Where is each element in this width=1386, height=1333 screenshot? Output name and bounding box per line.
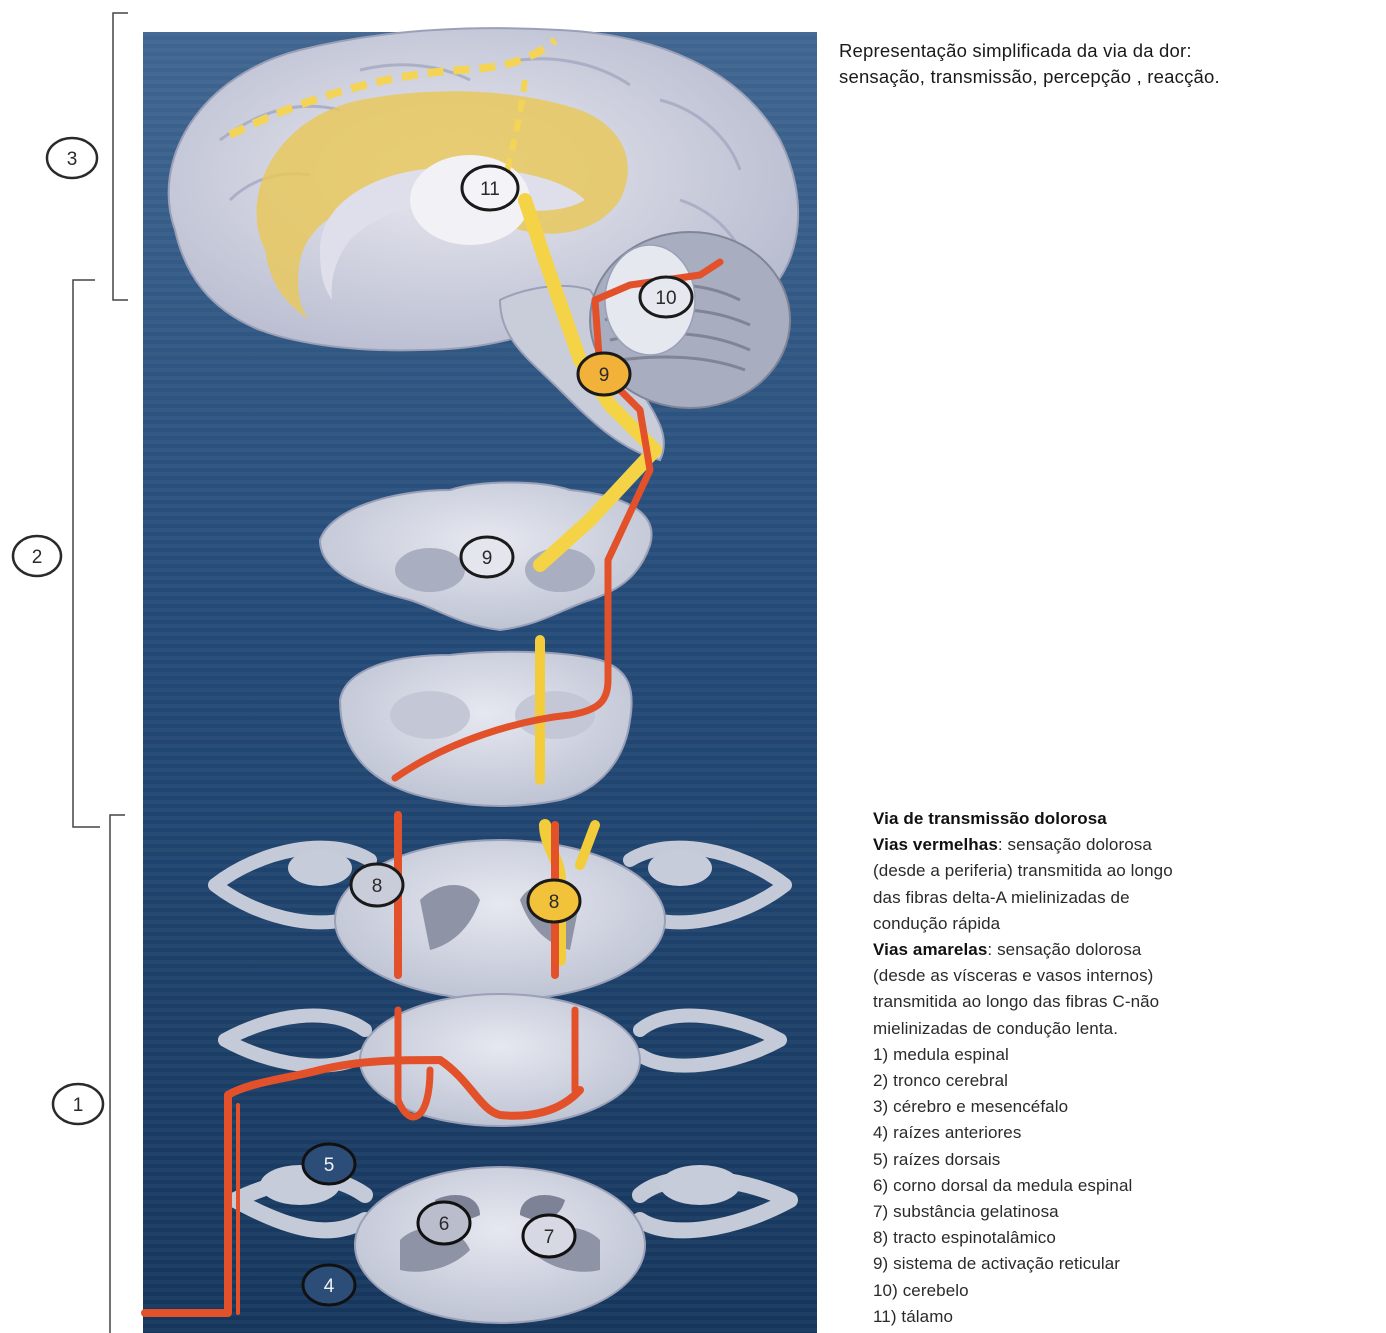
marker-3-label: 3 — [67, 149, 78, 170]
legend-red-text-4: condução rápida — [873, 911, 1173, 937]
marker-2-label: 2 — [32, 547, 43, 568]
marker-11-label: 11 — [480, 179, 500, 200]
marker-10-cerebellum: 10 — [640, 277, 692, 317]
legend-red-text-2: (desde a periferia) transmitida ao longo — [873, 858, 1173, 884]
marker-6-dorsal-horn: 6 — [418, 1202, 470, 1244]
marker-8-right-label: 8 — [549, 892, 560, 913]
marker-6-label: 6 — [439, 1214, 450, 1235]
legend-red-text-3: das fibras delta-A mielinizadas de — [873, 885, 1173, 911]
marker-5-dorsal-roots: 5 — [303, 1144, 355, 1184]
legend-item: 6) corno dorsal da medula espinal — [873, 1173, 1173, 1199]
marker-4-label: 4 — [324, 1276, 335, 1297]
legend-item: 9) sistema de activação reticular — [873, 1251, 1173, 1277]
legend-item: 10) cerebelo — [873, 1278, 1173, 1304]
marker-7-label: 7 — [544, 1227, 555, 1248]
marker-9-brainstem: 9 — [578, 353, 630, 395]
marker-4-anterior-roots: 4 — [303, 1265, 355, 1305]
legend-yellow-label: Vias amarelas — [873, 940, 987, 959]
marker-11-thalamus: 11 — [462, 166, 518, 210]
legend-red-label: Vias vermelhas — [873, 835, 998, 854]
marker-9-brainstem-label: 9 — [599, 365, 610, 386]
legend-yellow-text-1: : sensação dolorosa — [987, 940, 1141, 959]
marker-2: 2 — [13, 536, 61, 576]
legend: Via de transmissão dolorosa Vias vermelh… — [873, 806, 1173, 1330]
legend-item: 8) tracto espinotalâmico — [873, 1225, 1173, 1251]
legend-title: Via de transmissão dolorosa — [873, 806, 1173, 832]
legend-yellow-text-2: (desde as vísceras e vasos internos) — [873, 963, 1173, 989]
marker-1-label: 1 — [73, 1095, 84, 1116]
figure-caption: Representação simplificada da via da dor… — [839, 38, 1220, 90]
marker-8-left-label: 8 — [372, 876, 383, 897]
bracket-3 — [113, 13, 128, 300]
legend-yellow-text-3: transmitida ao longo das fibras C-não — [873, 989, 1173, 1015]
legend-item: 11) tálamo — [873, 1304, 1173, 1330]
caption-line-2: sensação, transmissão, percepção , reacç… — [839, 64, 1220, 90]
marker-8-left: 8 — [351, 864, 403, 906]
marker-5-label: 5 — [324, 1155, 335, 1176]
marker-7-gelatinosa: 7 — [523, 1215, 575, 1257]
legend-item: 2) tronco cerebral — [873, 1068, 1173, 1094]
marker-9-medulla: 9 — [461, 537, 513, 577]
caption-line-1: Representação simplificada da via da dor… — [839, 38, 1220, 64]
marker-10-label: 10 — [655, 288, 676, 309]
legend-red-line-1: Vias vermelhas: sensação dolorosa — [873, 832, 1173, 858]
legend-item-list: 1) medula espinal 2) tronco cerebral 3) … — [873, 1042, 1173, 1330]
marker-3: 3 — [47, 138, 97, 178]
marker-8-right: 8 — [528, 880, 580, 922]
bracket-2 — [73, 280, 100, 827]
marker-9-medulla-label: 9 — [482, 548, 493, 569]
legend-item: 3) cérebro e mesencéfalo — [873, 1094, 1173, 1120]
marker-1: 1 — [53, 1084, 103, 1124]
bracket-1 — [110, 815, 125, 1333]
legend-yellow-text-4: mielinizadas de condução lenta. — [873, 1016, 1173, 1042]
legend-item: 5) raízes dorsais — [873, 1147, 1173, 1173]
legend-item: 4) raízes anteriores — [873, 1120, 1173, 1146]
legend-red-text-1: : sensação dolorosa — [998, 835, 1152, 854]
legend-item: 7) substância gelatinosa — [873, 1199, 1173, 1225]
legend-yellow-line-1: Vias amarelas: sensação dolorosa — [873, 937, 1173, 963]
legend-item: 1) medula espinal — [873, 1042, 1173, 1068]
